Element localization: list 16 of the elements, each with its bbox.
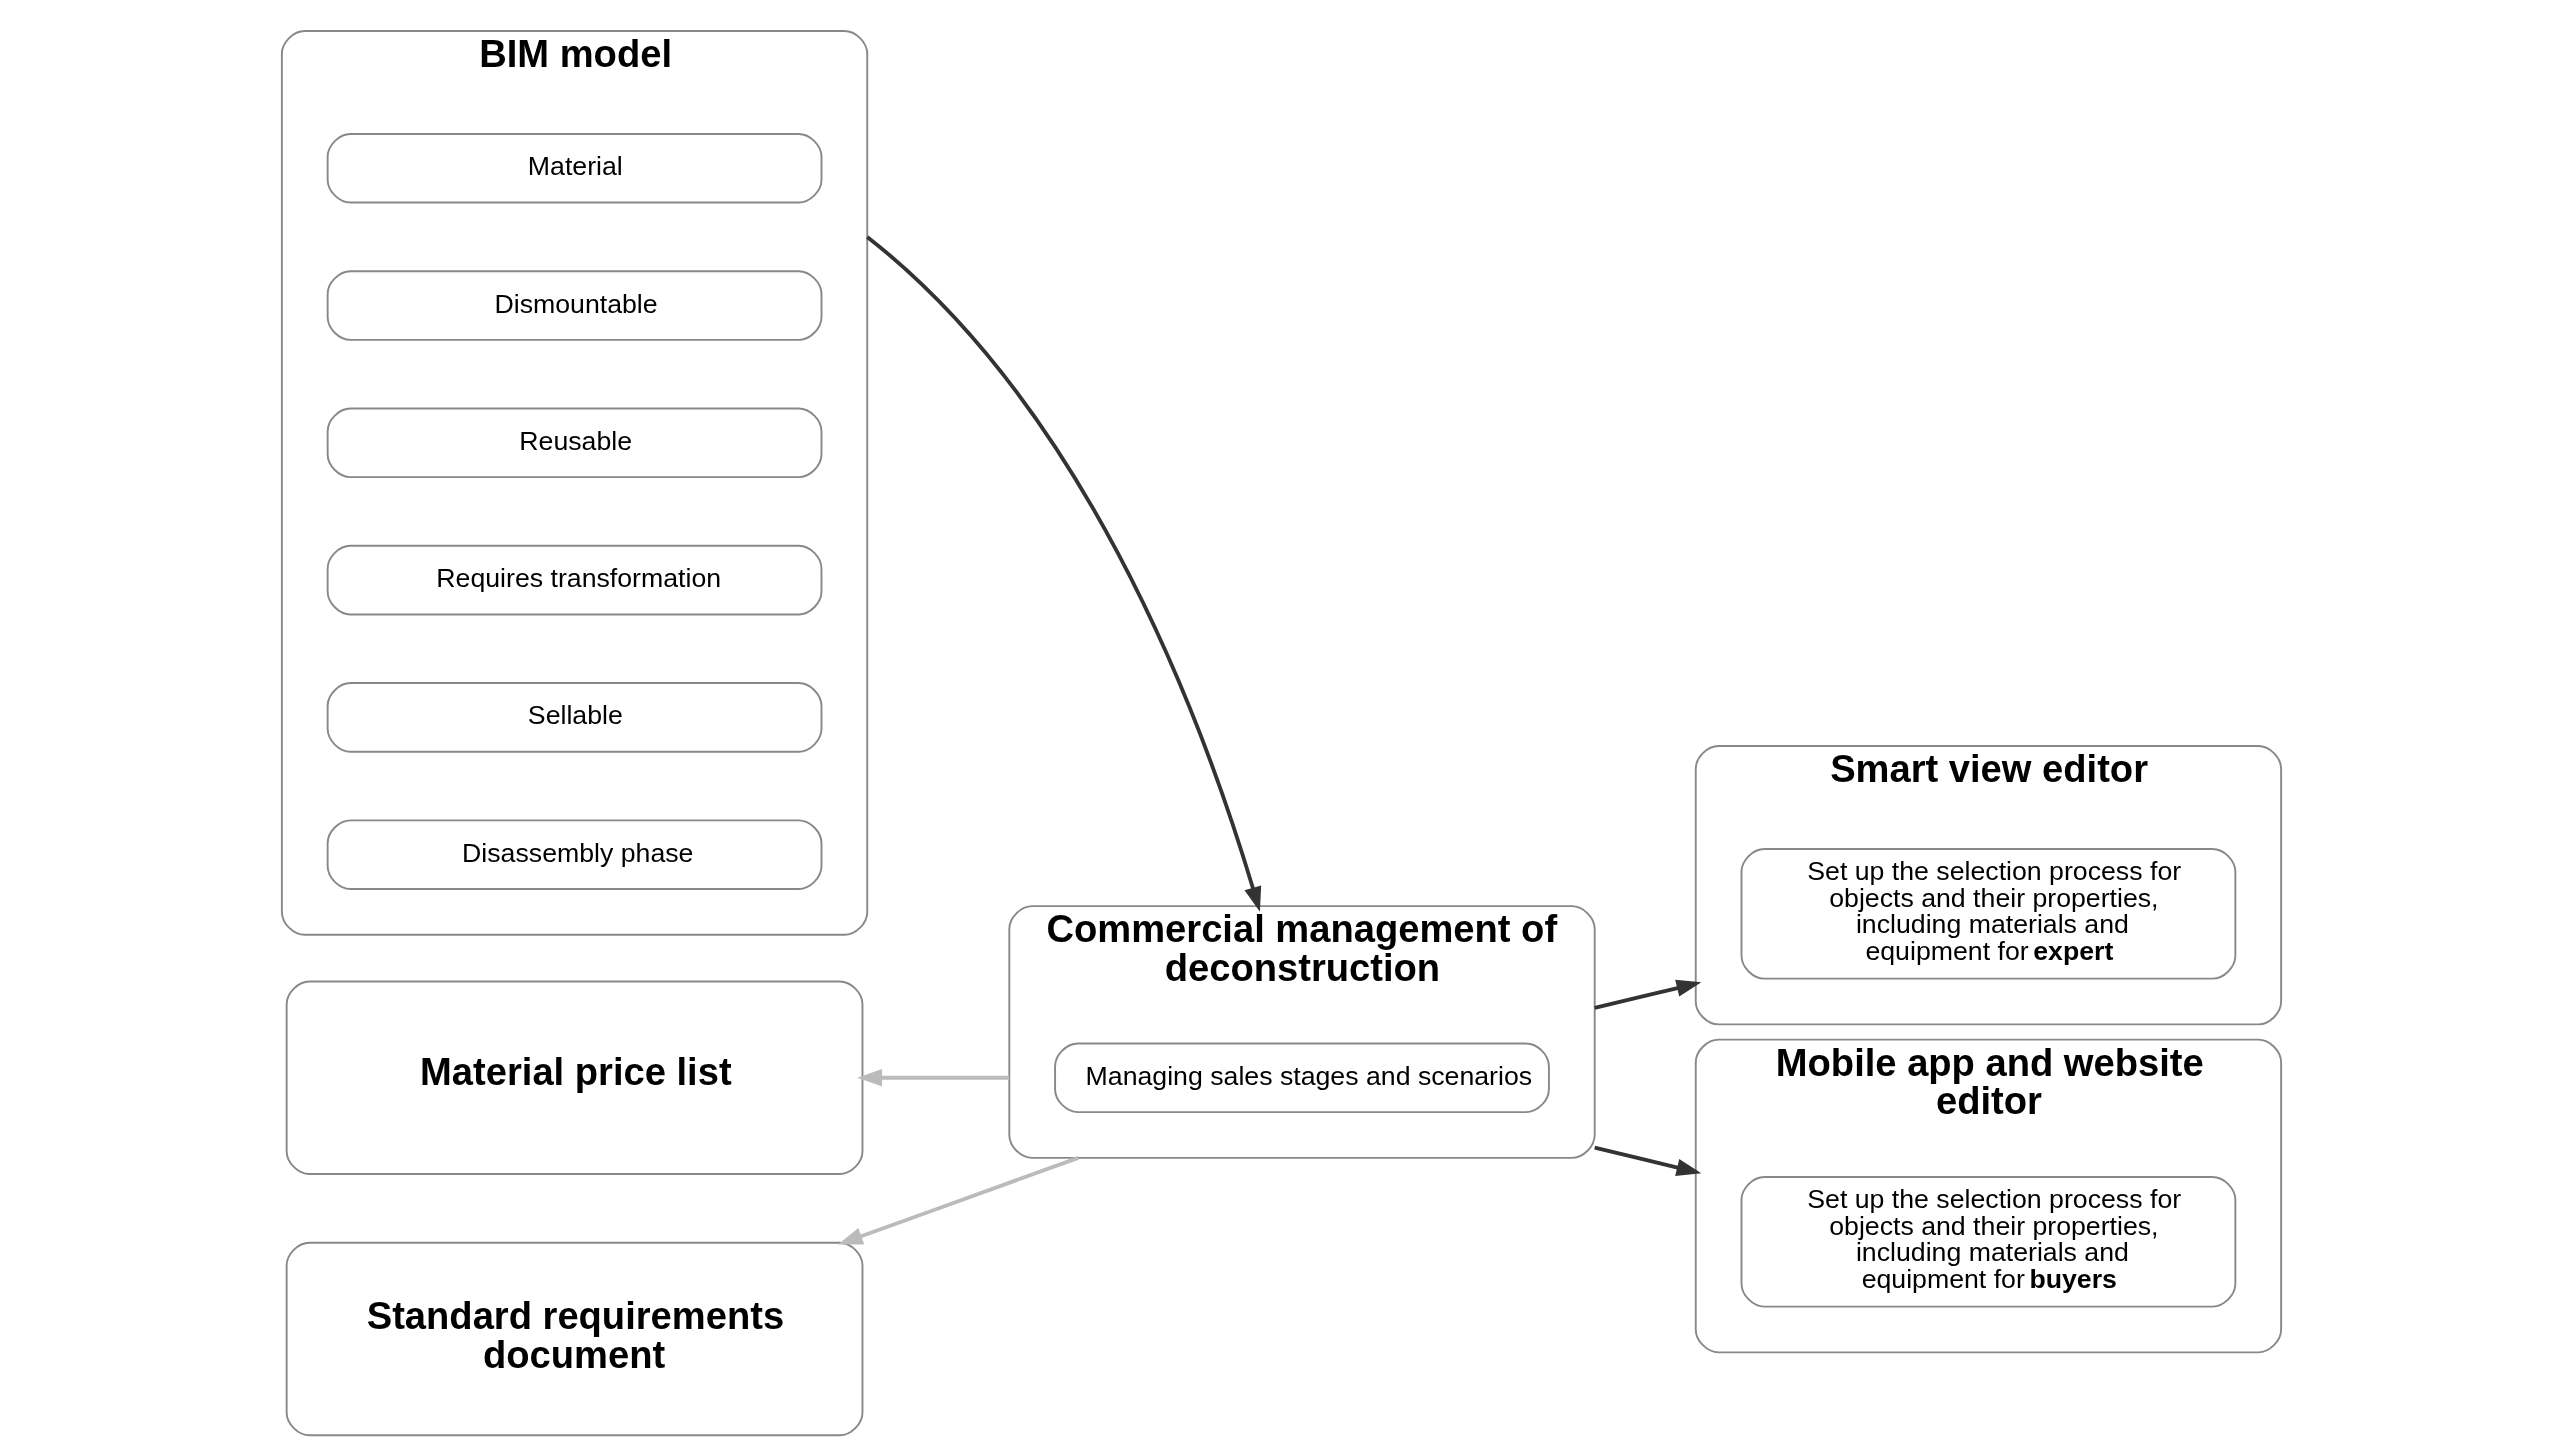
arrow [866, 235, 1262, 912]
arrow [837, 1156, 1079, 1245]
node-box: Disassembly phase [326, 819, 823, 890]
node-box: Standard requirements document [285, 1241, 864, 1437]
node-box: Sellable [326, 682, 823, 753]
node-box: Set up the selection process for objects and their properties, including materials and equipment for buyers [1740, 1175, 2237, 1308]
arrow [1594, 1145, 1702, 1176]
arrow [1594, 979, 1702, 1010]
node-box: Material [326, 132, 823, 204]
node-box: Set up the selection process for objects and their properties, including materials and equipment for expert [1740, 848, 2237, 980]
node-box: Reusable [326, 407, 823, 479]
node-box: Material price list [285, 980, 864, 1176]
node-box: Requires transformation [326, 544, 823, 616]
arrow [857, 1069, 1010, 1087]
node-box: Dismountable [326, 270, 823, 341]
node-box: Managing sales stages and scenarios [1054, 1042, 1550, 1114]
